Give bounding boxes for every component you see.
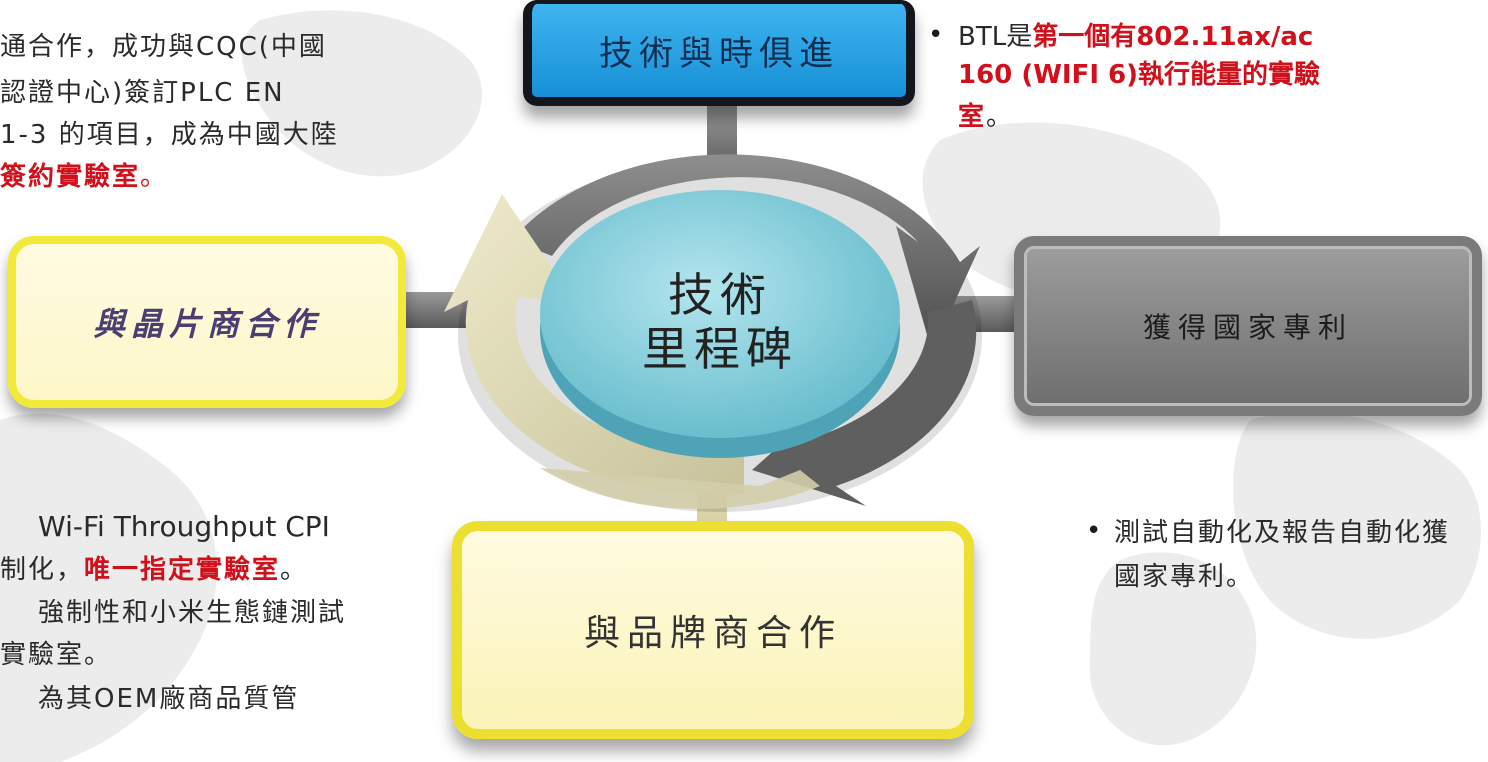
brand-desc-line5: 為其OEM廠商品質管 — [38, 684, 300, 714]
tech-milestone-line2: 里程碑 — [642, 322, 798, 376]
tech-milestone-title: 技術 里程碑 — [560, 268, 880, 376]
brand-partner-label: 與品牌商合作 — [583, 613, 842, 654]
chip-partner-desc-line1: 通合作，成功與CQC(中國 — [0, 32, 327, 62]
wifi6-desc-line2: 160 (WIFI 6)執行能量的實驗 — [958, 60, 1321, 90]
signed-lab-highlight: 簽約實驗室 — [0, 162, 141, 192]
brand-desc-line3: 強制性和小米生態鏈測試 — [38, 598, 347, 628]
brand-desc-line2: 制化，唯一指定實驗室。 — [0, 555, 309, 585]
designated-lab-highlight: 唯一指定實驗室 — [84, 555, 281, 585]
wifi6-desc-line3: 室。 — [958, 102, 1015, 132]
chip-partner-desc-line3: 1-3 的項目，成為中國大陸 — [0, 120, 339, 150]
brand-partner-box: 與品牌商合作 — [452, 521, 974, 739]
patent-desc-line1: 測試自動化及報告自動化獲 — [1114, 518, 1451, 548]
center-disc — [540, 190, 900, 438]
tech-progress-label: 技術與時俱進 — [599, 34, 839, 74]
wifi6-highlight: 第一個有802.11ax/ac — [1032, 22, 1314, 52]
chip-partner-desc-line2: 認證中心)簽訂PLC EN — [0, 78, 285, 108]
tech-progress-box: 技術與時俱進 — [523, 0, 915, 106]
bullet-patent: • — [1086, 516, 1102, 546]
chip-partner-label: 與晶片商合作 — [92, 305, 321, 343]
national-patent-box: 獲得國家專利 — [1014, 236, 1482, 416]
brand-desc-line1: Wi-Fi Throughput CPI — [38, 510, 330, 543]
wifi6-desc-line1: BTL是第一個有802.11ax/ac — [958, 22, 1314, 52]
chip-partner-desc-line4: 簽約實驗室。 — [0, 162, 169, 192]
cycle-arrow-cream — [444, 194, 744, 496]
chip-partner-box: 與晶片商合作 — [8, 236, 406, 408]
national-patent-label: 獲得國家專利 — [1142, 311, 1353, 344]
tech-milestone-line1: 技術 — [668, 268, 772, 322]
patent-desc-line2: 國家專利。 — [1114, 562, 1255, 592]
brand-desc-line4: 實驗室。 — [0, 640, 113, 670]
bullet-wifi6: • — [928, 20, 944, 50]
